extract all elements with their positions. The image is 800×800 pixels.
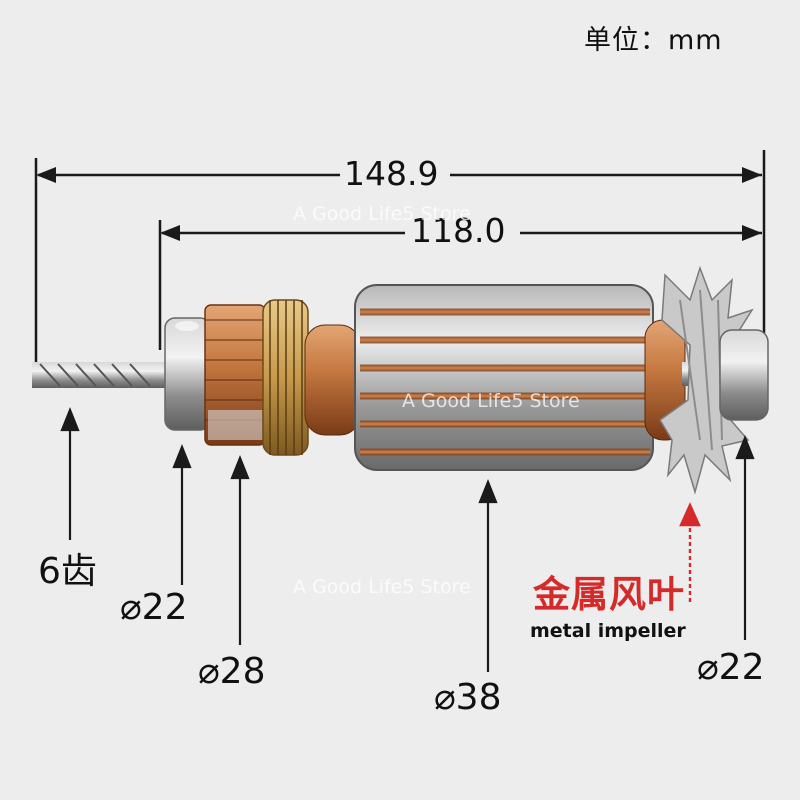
core-length-label: 118.0 bbox=[411, 211, 506, 250]
watermark: A Good Life5 Store bbox=[402, 390, 580, 412]
metal-impeller bbox=[659, 265, 754, 495]
toothed-shaft bbox=[32, 362, 172, 388]
commutator bbox=[204, 304, 266, 446]
watermark: A Good Life5 Store bbox=[293, 576, 471, 598]
dimension-lines bbox=[34, 150, 766, 370]
left-bearing-diameter: ⌀22 bbox=[120, 587, 188, 628]
impeller-label-cn: 金属风叶 bbox=[533, 573, 685, 616]
armature-diameter: ⌀38 bbox=[434, 677, 502, 718]
overall-length-label: 148.9 bbox=[344, 154, 439, 193]
left-winding bbox=[304, 324, 361, 436]
commutator-tangs bbox=[262, 299, 309, 456]
left-bearing bbox=[164, 317, 211, 431]
dimension-arrowheads bbox=[36, 167, 762, 241]
armature-core bbox=[354, 284, 654, 471]
impeller-label-en: metal impeller bbox=[530, 620, 686, 642]
right-bearing bbox=[719, 329, 769, 421]
watermark: A Good Life5 Store bbox=[293, 203, 471, 225]
commutator-diameter: ⌀28 bbox=[198, 651, 266, 692]
shaft-teeth-label: 6齿 bbox=[38, 551, 97, 592]
unit-label: 单位：mm bbox=[584, 25, 723, 56]
impeller-arrow bbox=[679, 502, 701, 602]
right-bearing-diameter: ⌀22 bbox=[697, 647, 765, 688]
callout-arrows bbox=[60, 407, 755, 672]
